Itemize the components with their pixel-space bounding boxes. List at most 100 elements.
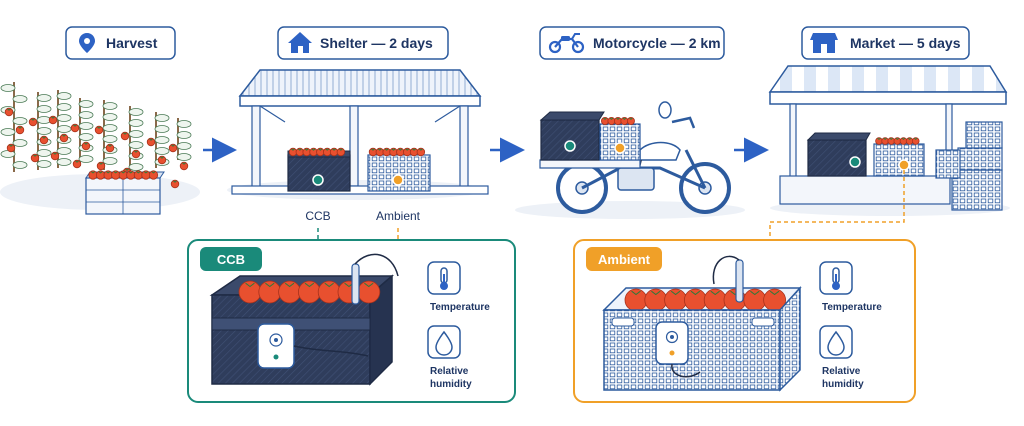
ccb-badge-label: CCB [217, 252, 245, 267]
tomato [703, 288, 727, 312]
tomato [95, 170, 106, 180]
step-motorcycle-label: Motorcycle — 2 km [593, 35, 721, 51]
market-ccb-sensor-dot [849, 156, 861, 168]
ccb-temperature-label: Temperature [430, 302, 490, 313]
thermometer-icon [832, 267, 840, 290]
tomato [131, 149, 141, 159]
tomato [317, 280, 341, 304]
ccb-insulated-box [209, 274, 395, 386]
ambient-humidity-sensor: Relative humidity [819, 325, 864, 390]
market-ccb-box [806, 132, 871, 177]
step-shelter-label: Shelter — 2 days [320, 35, 433, 51]
tomato [644, 288, 668, 312]
tomato [278, 280, 302, 304]
harvest-crate-tomatoes [88, 170, 159, 180]
tomato [105, 143, 115, 153]
tomato [146, 137, 156, 147]
tomato [50, 151, 60, 161]
tomato [416, 147, 426, 157]
tomato [148, 170, 159, 180]
ccb-humidity-label-line2: humidity [430, 379, 472, 390]
tomato [157, 155, 167, 165]
tomato [4, 107, 14, 117]
tomato [179, 161, 189, 171]
shelter-ambient-sensor-dot [392, 174, 404, 186]
water-drop-icon [827, 330, 845, 356]
ambient-badge-label: Ambient [598, 252, 651, 267]
tomato [168, 143, 178, 153]
motorcycle-ambient-crate [599, 117, 641, 161]
motorcycle-ccb-box [539, 111, 605, 161]
step-market-box [801, 26, 970, 60]
tomato [94, 125, 104, 135]
tomato [357, 280, 381, 304]
ambient-crate-tomatoes [624, 288, 786, 312]
tomato [133, 170, 143, 180]
tomato [743, 288, 767, 312]
tomato [297, 280, 321, 304]
tomato [15, 125, 25, 135]
water-drop-icon [435, 330, 453, 356]
shelter-illustration: CCB Ambient [227, 69, 489, 223]
location-pin-icon [79, 33, 95, 53]
tomato [238, 280, 262, 304]
tomato [88, 170, 98, 180]
market-ambient-sensor-dot [898, 159, 910, 171]
tomato [684, 288, 707, 312]
motorcycle-ambient-sensor-dot [614, 142, 626, 154]
tomato [72, 159, 82, 169]
ambient-temperature-sensor: Temperature [819, 261, 882, 313]
motorcycle-ccb-sensor-dot [564, 140, 576, 152]
tomato [39, 135, 49, 145]
ambient-plastic-crate [602, 286, 802, 392]
tomato [336, 147, 346, 157]
market-counter [779, 175, 951, 205]
tomato [103, 170, 113, 180]
shelter-ccb-sensor-dot [312, 174, 324, 186]
tomato [664, 288, 687, 312]
step-harvest-box [65, 26, 176, 60]
ambient-humidity-label-line1: Relative [822, 366, 861, 377]
step-motorcycle-box [539, 26, 725, 60]
ambient-temperature-label: Temperature [822, 302, 882, 313]
tomato [96, 161, 106, 171]
ccb-probe [351, 253, 399, 305]
harvest-crate [85, 170, 165, 215]
tomato [81, 141, 91, 151]
house-icon [288, 32, 312, 53]
market-stall-icon [810, 33, 838, 53]
ambient-sensor-device [655, 321, 701, 378]
shelter-roof [238, 69, 482, 97]
step-market: Market — 5 days [801, 26, 970, 60]
tomato [626, 117, 635, 126]
tomato [170, 179, 180, 189]
motorcycle-icon [548, 33, 585, 54]
ccb-sensor-device [257, 323, 369, 369]
tomato [70, 123, 80, 133]
ambient-probe [712, 255, 744, 303]
tomato [118, 170, 128, 180]
market-ambient-crate [873, 137, 925, 177]
thermometer-icon [440, 267, 448, 290]
ambient-humidity-label-line2: humidity [822, 379, 864, 390]
ccb-humidity-label-line1: Relative [430, 366, 469, 377]
ambient-badge [586, 247, 662, 271]
tomato [30, 153, 40, 163]
tomato [911, 137, 920, 145]
step-shelter: Shelter — 2 days [277, 26, 449, 60]
step-motorcycle: Motorcycle — 2 km [539, 26, 725, 60]
step-shelter-box [277, 26, 449, 60]
market-stacked-crates [935, 121, 1003, 211]
market-illustration [768, 65, 1010, 216]
tomato [59, 133, 69, 143]
ambient-connector-line-market [769, 170, 905, 240]
tomato [48, 115, 58, 125]
tomato [141, 170, 151, 180]
shelter-ccb-label: CCB [305, 209, 330, 223]
ccb-detail-panel: CCB Temperature [187, 239, 516, 403]
tomato [624, 288, 648, 312]
shelter-ambient-label: Ambient [376, 209, 421, 223]
ccb-temperature-sensor: Temperature [427, 261, 490, 313]
ambient-detail-panel: Ambient Temperatur [573, 239, 916, 403]
